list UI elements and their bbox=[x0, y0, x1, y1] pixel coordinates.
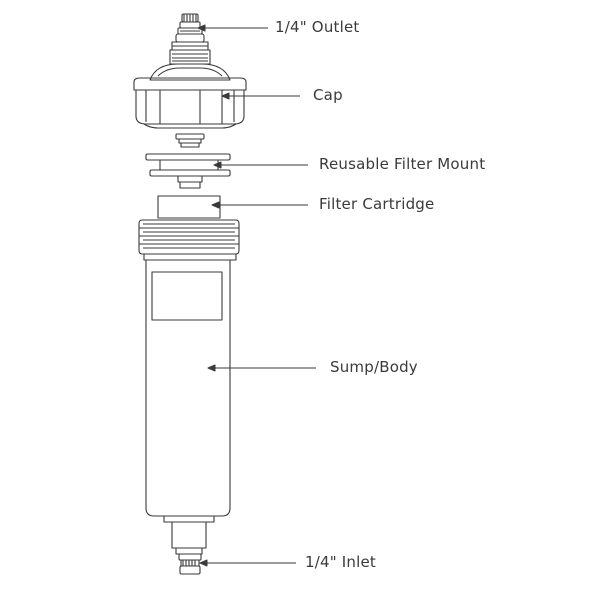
sump-body bbox=[138, 219, 240, 555]
inlet-fitting bbox=[178, 553, 202, 575]
sump-body-label: Sump/Body bbox=[330, 358, 418, 376]
filter-mount bbox=[145, 153, 231, 189]
mount-arrowhead bbox=[213, 161, 222, 169]
inlet-arrowhead bbox=[199, 559, 208, 567]
outlet-arrowhead bbox=[197, 24, 206, 32]
cap-label: Cap bbox=[313, 86, 343, 104]
leader-lines bbox=[197, 24, 316, 567]
spacer-rings bbox=[175, 133, 205, 148]
filter-cartridge-label: Filter Cartridge bbox=[319, 195, 435, 213]
inlet-label: 1/4" Inlet bbox=[305, 553, 377, 571]
cartridge-arrowhead bbox=[211, 201, 220, 209]
cap-arrowhead bbox=[221, 92, 230, 100]
cap bbox=[133, 41, 247, 129]
outlet-label: 1/4" Outlet bbox=[275, 18, 360, 36]
filter-mount-label: Reusable Filter Mount bbox=[319, 155, 486, 173]
sump-arrowhead bbox=[207, 364, 216, 372]
filter-cartridge bbox=[157, 195, 221, 219]
